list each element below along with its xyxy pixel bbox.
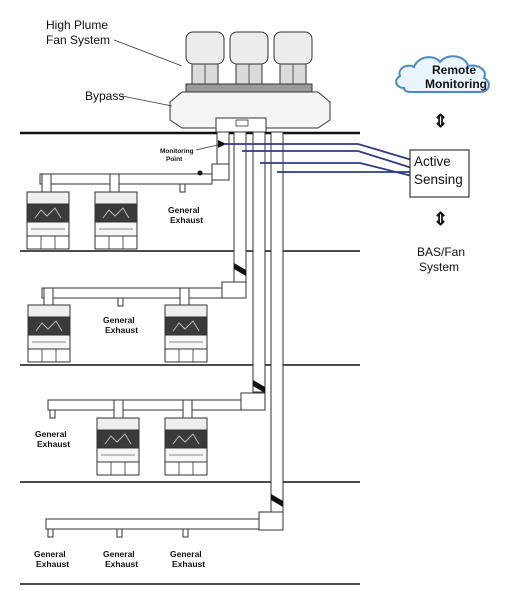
general-exhaust-label: General — [35, 429, 67, 439]
fan-unit-3 — [273, 31, 313, 85]
general-exhaust-label: General — [34, 549, 66, 559]
active-sensing-box — [409, 149, 470, 198]
floor-3-ducts — [47, 392, 266, 421]
general-exhaust-label: Exhaust — [37, 439, 70, 449]
remote-monitoring-label-1: Remote — [432, 63, 476, 77]
remote-monitoring-cloud — [395, 55, 490, 93]
fan-unit-1 — [185, 31, 225, 85]
monitoring-point-label-1: Monitoring — [160, 148, 194, 155]
fume-hood — [26, 191, 70, 250]
floor-1-ducts — [39, 163, 230, 195]
floor-lines — [20, 131, 360, 585]
fan-unit-2 — [229, 31, 269, 85]
general-exhaust-label: General — [103, 549, 135, 559]
general-exhaust-label: General — [168, 205, 200, 215]
monitoring-point-label-2: Point — [166, 156, 183, 163]
general-exhaust-label: Exhaust — [172, 559, 205, 569]
fume-hood — [27, 304, 71, 363]
fan-system-leader — [113, 39, 183, 67]
active-sensing-label-1: Active — [414, 154, 451, 169]
fan-system-label-1: High Plume — [46, 18, 108, 32]
bas-fan-system-label-1: BAS/Fan — [417, 245, 465, 259]
monitoring-point-leader — [195, 143, 223, 151]
fume-hood — [94, 191, 138, 250]
updown-arrow-icon: ⇕ — [433, 209, 448, 229]
high-plume-fan-system — [169, 31, 331, 133]
fume-hood — [164, 304, 208, 363]
bypass-label: Bypass — [85, 89, 124, 103]
exhaust-risers — [216, 131, 284, 513]
general-exhaust-label: Exhaust — [105, 325, 138, 335]
general-exhaust-label: General — [103, 315, 135, 325]
updown-arrow-icon: ⇕ — [433, 111, 448, 131]
general-exhaust-label: Exhaust — [36, 559, 69, 569]
fume-hood — [164, 417, 208, 476]
fume-hood — [96, 417, 140, 476]
bypass-leader — [121, 95, 173, 107]
general-exhaust-label: Exhaust — [170, 215, 203, 225]
bas-fan-system-label-2: System — [419, 260, 459, 274]
active-sensing-label-2: Sensing — [414, 172, 463, 187]
remote-monitoring-label-2: Monitoring — [425, 77, 487, 91]
fan-system-label-2: Fan System — [46, 33, 110, 47]
floor-2-ducts — [41, 281, 247, 309]
floor-4-ducts — [45, 511, 284, 538]
general-exhaust-label: General — [170, 549, 202, 559]
monitoring-point-arrow — [218, 140, 226, 148]
general-exhaust-label: Exhaust — [105, 559, 138, 569]
sensor-lines — [224, 143, 413, 177]
